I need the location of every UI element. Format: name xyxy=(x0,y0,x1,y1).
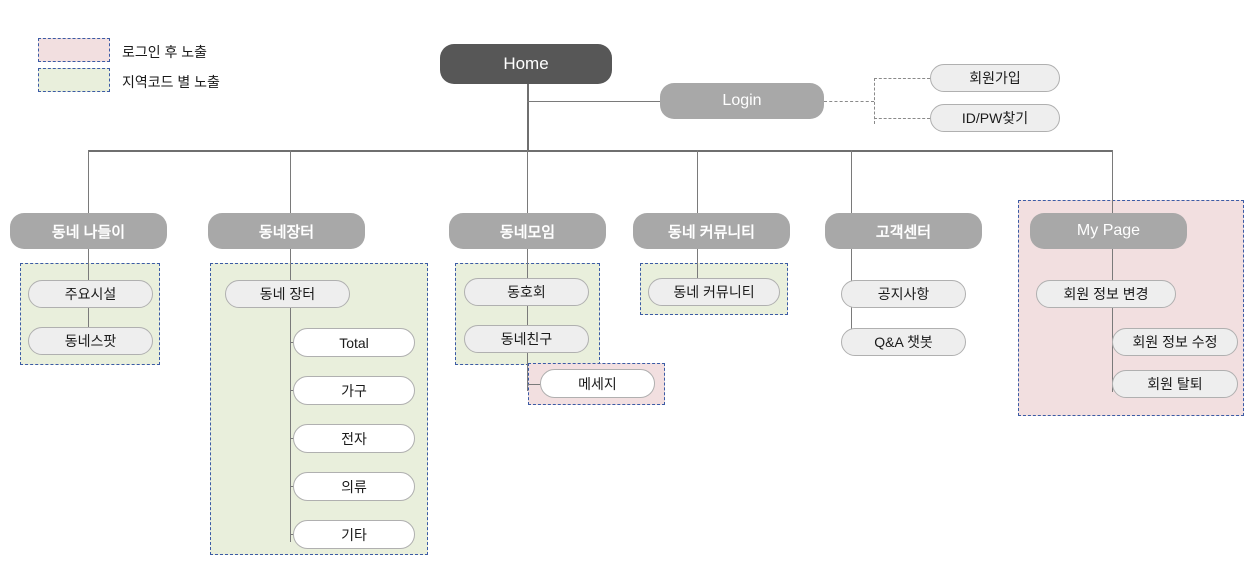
connector-drop-dongne-community xyxy=(697,150,698,213)
connector-drop-my-page xyxy=(1112,150,1113,213)
node-main-facility[interactable]: 주요시설 xyxy=(28,280,153,308)
connector-login-dash-spine xyxy=(874,78,875,124)
node-total[interactable]: Total xyxy=(293,328,415,357)
node-member-info-edit[interactable]: 회원 정보 수정 xyxy=(1112,328,1238,356)
connector-login-dash-stem xyxy=(824,101,874,102)
connector-drop-dongne-moim xyxy=(527,150,528,213)
node-home[interactable]: Home xyxy=(440,44,612,84)
node-member-withdraw[interactable]: 회원 탈퇴 xyxy=(1112,370,1238,398)
node-dongne-community[interactable]: 동네 커뮤니티 xyxy=(633,213,790,249)
legend-label-login: 로그인 후 노출 xyxy=(122,44,208,60)
node-notice[interactable]: 공지사항 xyxy=(841,280,966,308)
connector-drop-dongne-jangteo xyxy=(290,150,291,213)
node-clothing[interactable]: 의류 xyxy=(293,472,415,501)
node-electronics[interactable]: 전자 xyxy=(293,424,415,453)
legend-swatch-regioncode xyxy=(38,68,110,92)
node-customer-center[interactable]: 고객센터 xyxy=(825,213,982,249)
node-signup[interactable]: 회원가입 xyxy=(930,64,1060,92)
connector-drop-dongne-nadeuri xyxy=(88,150,89,213)
legend-label-regioncode: 지역코드 별 노출 xyxy=(122,74,220,90)
connector-spine-dongne-community xyxy=(697,249,698,293)
node-find-id-pw[interactable]: ID/PW찾기 xyxy=(930,104,1060,132)
node-etc[interactable]: 기타 xyxy=(293,520,415,549)
connector-main-bus xyxy=(88,150,1112,152)
connector-spine-my-page xyxy=(1112,249,1113,392)
node-dongne-moim[interactable]: 동네모임 xyxy=(449,213,606,249)
node-dongne-friend[interactable]: 동네친구 xyxy=(464,325,589,353)
node-member-info-change[interactable]: 회원 정보 변경 xyxy=(1036,280,1176,308)
node-message[interactable]: 메세지 xyxy=(540,369,655,398)
node-dongne-spot[interactable]: 동네스팟 xyxy=(28,327,153,355)
node-dongne-jangteo[interactable]: 동네장터 xyxy=(208,213,365,249)
node-dongne-nadeuri[interactable]: 동네 나들이 xyxy=(10,213,167,249)
connector-login-dash-signup xyxy=(874,78,930,79)
node-qna-chatbot[interactable]: Q&A 챗봇 xyxy=(841,328,966,356)
connector-stub-message xyxy=(527,384,540,385)
node-login[interactable]: Login xyxy=(660,83,824,119)
connector-spine-dongne-jangteo xyxy=(290,249,291,542)
connector-login-dash-findid xyxy=(874,118,930,119)
connector-spine-dongne-moim xyxy=(527,249,528,391)
legend-swatch-login xyxy=(38,38,110,62)
group-box-dongne-jangteo xyxy=(210,263,428,555)
node-furniture[interactable]: 가구 xyxy=(293,376,415,405)
node-dongne-community-sub[interactable]: 동네 커뮤니티 xyxy=(648,278,780,306)
connector-home-login xyxy=(527,101,660,102)
node-club[interactable]: 동호회 xyxy=(464,278,589,306)
node-dongne-jangteo-sub[interactable]: 동네 장터 xyxy=(225,280,350,308)
connector-home-trunk xyxy=(527,82,529,151)
connector-drop-customer-center xyxy=(851,150,852,213)
node-my-page[interactable]: My Page xyxy=(1030,213,1187,249)
